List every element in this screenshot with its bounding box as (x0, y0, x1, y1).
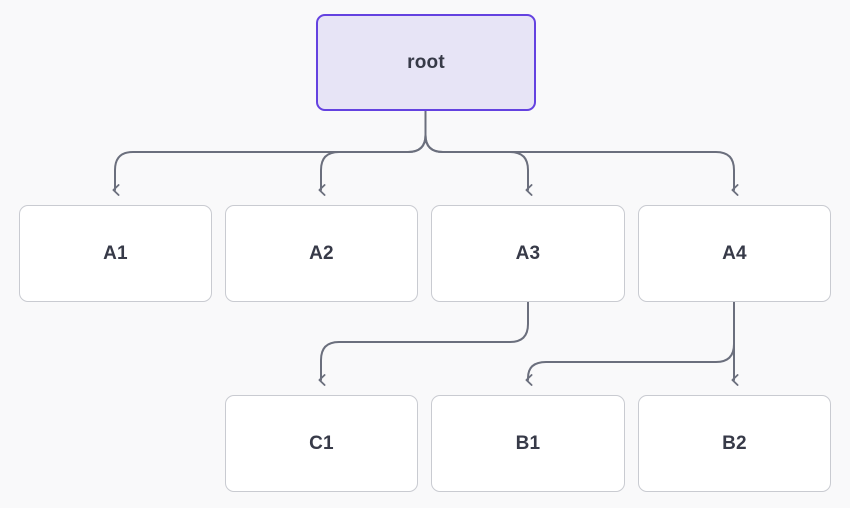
node-a2[interactable]: A2 (225, 205, 418, 302)
node-root[interactable]: root (316, 14, 536, 111)
node-c1-label: C1 (309, 433, 334, 454)
node-b1[interactable]: B1 (431, 395, 625, 492)
edge-root-A4 (424, 134, 735, 190)
node-a2-label: A2 (309, 243, 334, 264)
node-a3-label: A3 (515, 243, 541, 264)
node-a3[interactable]: A3 (431, 205, 625, 302)
node-b2-label: B2 (722, 433, 747, 454)
node-b2[interactable]: B2 (638, 395, 831, 492)
edge-root-A1 (115, 134, 427, 190)
edge-root-A2 (321, 134, 427, 190)
node-a4-label: A4 (722, 243, 747, 264)
node-a1[interactable]: A1 (19, 205, 212, 302)
node-c1[interactable]: C1 (225, 395, 418, 492)
edge-root-A3 (424, 134, 529, 190)
node-root-label: root (407, 52, 445, 73)
node-a1-label: A1 (103, 243, 128, 264)
edge-A3-C1 (321, 301, 529, 380)
node-b1-label: B1 (515, 433, 541, 454)
node-a4[interactable]: A4 (638, 205, 831, 302)
edge-A4-B1 (528, 301, 735, 380)
